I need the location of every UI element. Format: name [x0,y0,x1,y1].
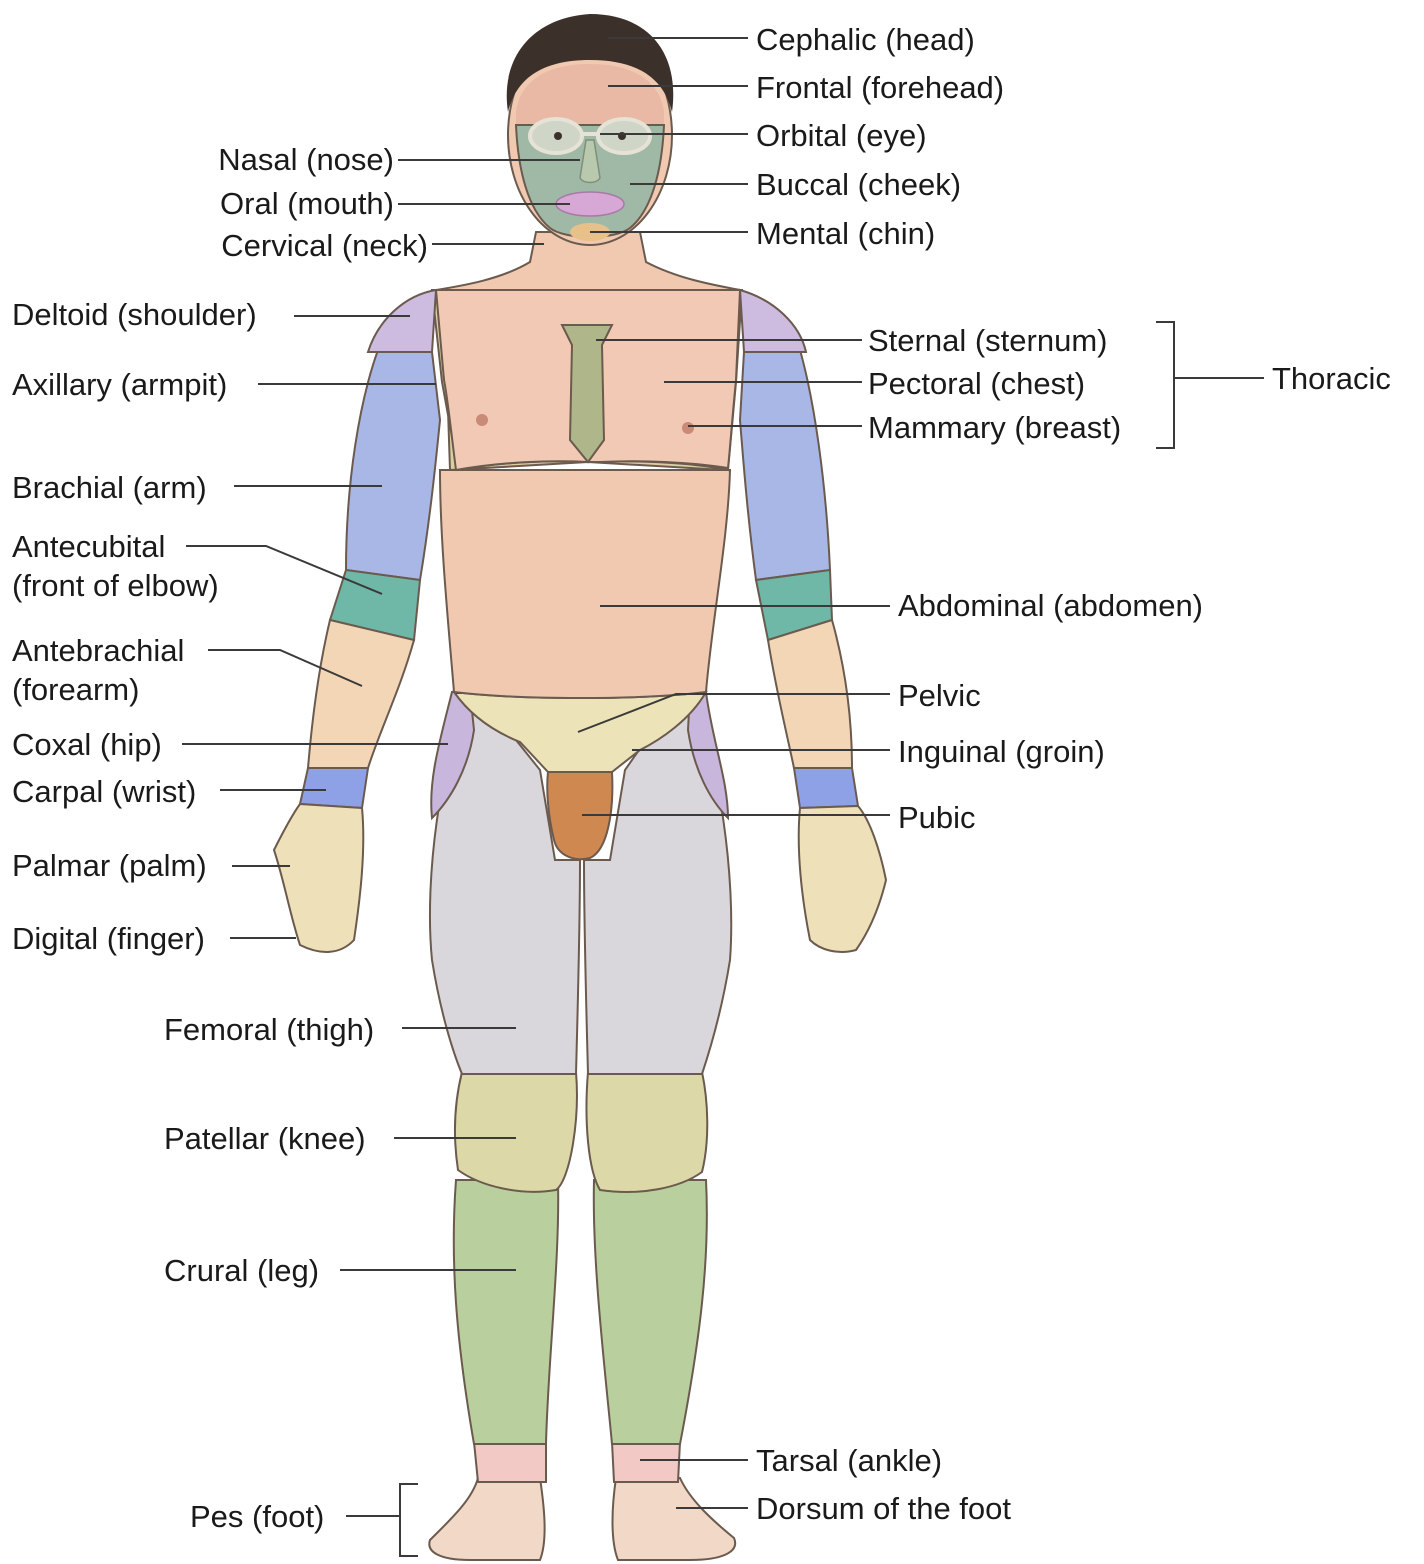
label-dorsum: Dorsum of the foot [756,1491,1011,1526]
label-inguinal: Inguinal (groin) [898,734,1105,769]
left-leg [454,1180,558,1444]
label-thoracic: Thoracic [1272,361,1391,396]
right-wrist [794,768,858,808]
label-frontal: Frontal (forehead) [756,70,1004,105]
right-leg [594,1180,707,1444]
left-wrist [300,768,368,808]
label-mental: Mental (chin) [756,216,935,251]
left-nipple [476,414,488,426]
label-antebrachial-line2: (forearm) [12,672,139,707]
label-pelvic: Pelvic [898,678,981,713]
left-shoulder [368,290,436,352]
label-palmar: Palmar (palm) [12,848,207,883]
label-antecubital-line1: Antecubital [12,529,165,564]
label-sternal: Sternal (sternum) [868,323,1107,358]
label-cervical: Cervical (neck) [221,228,428,263]
label-axillary: Axillary (armpit) [12,367,227,402]
label-femoral: Femoral (thigh) [164,1012,374,1047]
left-hand [274,804,363,952]
label-brachial: Brachial (arm) [12,470,207,505]
left-forearm [308,620,414,768]
label-antebrachial-line1: Antebrachial [12,633,184,668]
label-digital: Digital (finger) [12,921,205,956]
label-coxal: Coxal (hip) [12,727,162,762]
label-nasal: Nasal (nose) [218,142,394,177]
label-carpal: Carpal (wrist) [12,774,196,809]
label-pubic: Pubic [898,800,976,835]
right-knee [587,1072,708,1192]
left-knee [455,1072,577,1192]
left-ankle [474,1442,546,1482]
left-pupil [554,132,562,140]
label-orbital: Orbital (eye) [756,118,927,153]
label-antecubital-line2: (front of elbow) [12,568,219,603]
right-foot [613,1478,736,1560]
label-pectoral: Pectoral (chest) [868,366,1085,401]
label-oral: Oral (mouth) [220,186,394,221]
right-upper-arm [740,350,830,580]
label-cephalic: Cephalic (head) [756,22,975,57]
right-hand [799,806,886,952]
abdomen [440,470,730,698]
left-foot [429,1478,544,1560]
right-nipple [682,422,694,434]
label-tarsal: Tarsal (ankle) [756,1443,942,1478]
label-deltoid: Deltoid (shoulder) [12,297,257,332]
right-shoulder [740,290,806,352]
label-abdominal: Abdominal (abdomen) [898,588,1203,623]
label-patellar: Patellar (knee) [164,1121,366,1156]
label-crural: Crural (leg) [164,1253,319,1288]
right-ankle [612,1442,680,1482]
label-buccal: Buccal (cheek) [756,167,961,202]
label-mammary: Mammary (breast) [868,410,1121,445]
label-pes: Pes (foot) [190,1499,324,1534]
